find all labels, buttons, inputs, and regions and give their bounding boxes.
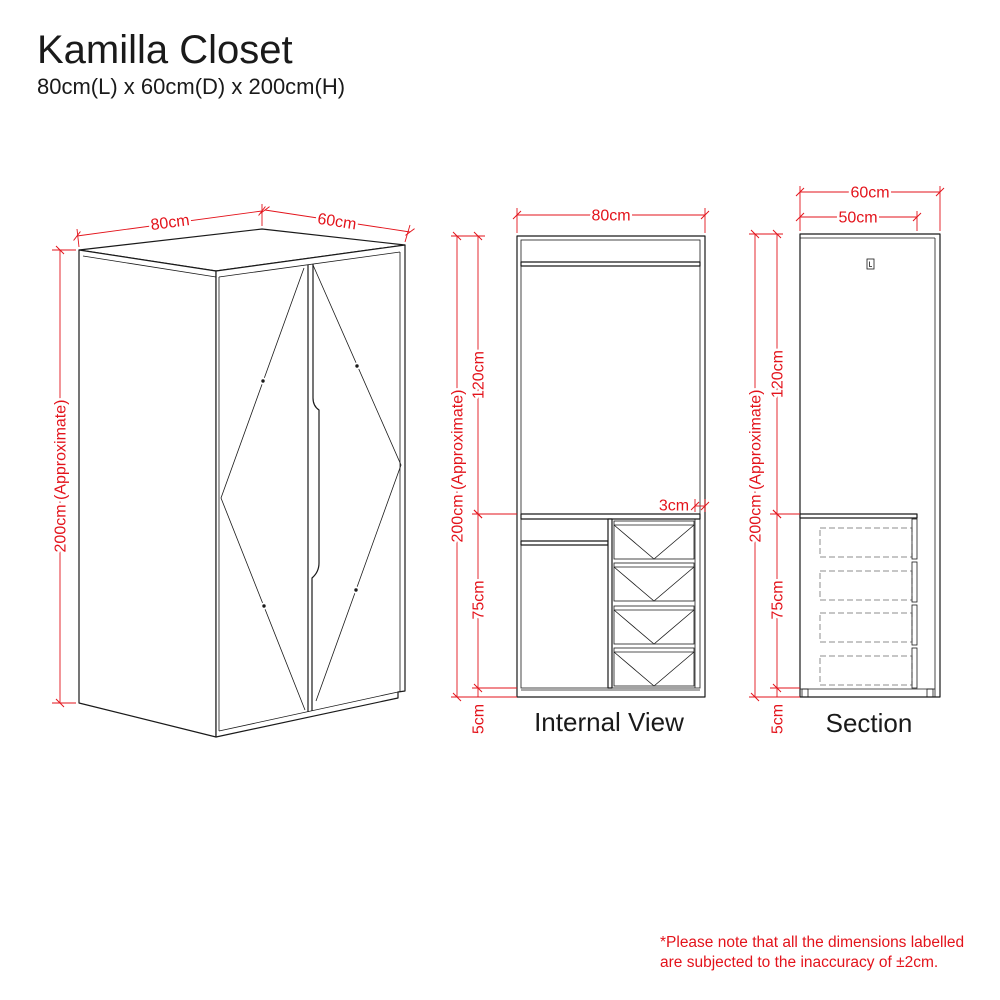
internal-view: 80cm 200cm (Approximate) 120cm 75cm 5cm …	[447, 205, 710, 737]
drawer	[613, 647, 695, 687]
internal-dimensions: 80cm 200cm (Approximate) 120cm 75cm 5cm …	[447, 205, 710, 737]
door-stud-dots	[259, 362, 361, 610]
depth-label: 60cm	[850, 185, 889, 202]
note-line-2: are subjected to the inaccuracy of ±2cm.	[660, 954, 938, 971]
closet-side-panel	[78, 249, 217, 738]
upper-height-label: 120cm	[770, 350, 787, 398]
drawer-box-hidden	[819, 655, 913, 686]
upper-hanging-rail	[520, 261, 701, 267]
drawer	[613, 562, 695, 602]
compartment-divider	[607, 518, 613, 689]
section-view-caption: Section	[826, 708, 913, 738]
section-drawer	[819, 604, 918, 646]
lower-height-label: 75cm	[471, 580, 488, 619]
section-dimensions: 60cm 50cm 200cm (Approximate) 120cm 75cm…	[745, 182, 945, 737]
depth-label: 60cm	[316, 211, 357, 234]
section-shelf	[799, 513, 918, 519]
internal-view-caption: Internal View	[534, 707, 684, 737]
base-height-label: 5cm	[770, 704, 787, 734]
depth-extension-right	[404, 224, 411, 243]
section-drawer	[819, 647, 918, 689]
drawer-front-profile	[911, 518, 918, 560]
inner-depth-label: 50cm	[838, 210, 877, 227]
section-drawer	[819, 561, 918, 603]
upper-height-label: 120cm	[471, 351, 488, 399]
stud-dot	[261, 379, 265, 383]
tolerance-note: *Please note that all the dimensions lab…	[660, 934, 964, 971]
note-line-1: *Please note that all the dimensions lab…	[660, 934, 964, 951]
width-dimension-line	[73, 206, 266, 241]
door-handle-recess	[311, 264, 320, 711]
drawer-v-pattern	[613, 609, 695, 645]
perspective-view: 80cm 60cm 200cm (Approximate)	[50, 204, 415, 738]
left-door-diamond-pattern	[220, 267, 306, 711]
lower-height-label: 75cm	[770, 580, 787, 619]
drawer-box-hidden	[819, 612, 913, 643]
drawer	[613, 520, 695, 560]
drawer	[613, 605, 695, 645]
middle-shelf	[520, 513, 701, 520]
height-label: 200cm (Approximate)	[53, 400, 70, 553]
base-height-label: 5cm	[471, 704, 488, 734]
section-view: 60cm 50cm 200cm (Approximate) 120cm 75cm…	[745, 182, 945, 738]
drawer-box-hidden	[819, 570, 913, 601]
drawer-v-pattern	[613, 651, 695, 687]
drawer-v-pattern	[613, 524, 695, 560]
drawer-box-hidden	[819, 527, 913, 558]
section-base-foot-front	[801, 688, 809, 698]
width-label: 80cm	[591, 208, 630, 225]
closet-front-face	[215, 244, 406, 738]
dimensions-subtitle: 80cm(L) x 60cm(D) x 200cm(H)	[37, 74, 345, 99]
stud-dot	[354, 588, 358, 592]
page-title: Kamilla Closet	[37, 28, 293, 72]
stud-dot	[262, 604, 266, 608]
height-label: 200cm (Approximate)	[450, 390, 467, 543]
stud-dot	[355, 364, 359, 368]
width-extension-left	[76, 228, 80, 248]
height-label: 200cm (Approximate)	[748, 390, 765, 543]
hanger-rail-box	[866, 258, 875, 270]
depth-dimension-line	[260, 206, 415, 236]
side-panel-top-edge	[82, 255, 217, 278]
drawer-front-profile	[911, 604, 918, 646]
hanger-rail-mark	[869, 261, 872, 267]
right-door-diamond-pattern	[312, 264, 402, 702]
door-top-edge	[218, 251, 401, 278]
section-base-foot-back	[926, 688, 934, 698]
section-cabinet-frame	[799, 233, 941, 698]
lower-hanging-rail	[520, 540, 609, 546]
hanger-rail-icon	[866, 258, 875, 270]
drawer-front-profile	[911, 561, 918, 603]
section-drawer	[819, 518, 918, 560]
gap-label: 3cm	[659, 498, 689, 515]
drawer-v-pattern	[613, 566, 695, 602]
drawer-front-profile	[911, 647, 918, 689]
width-label: 80cm	[150, 212, 191, 234]
